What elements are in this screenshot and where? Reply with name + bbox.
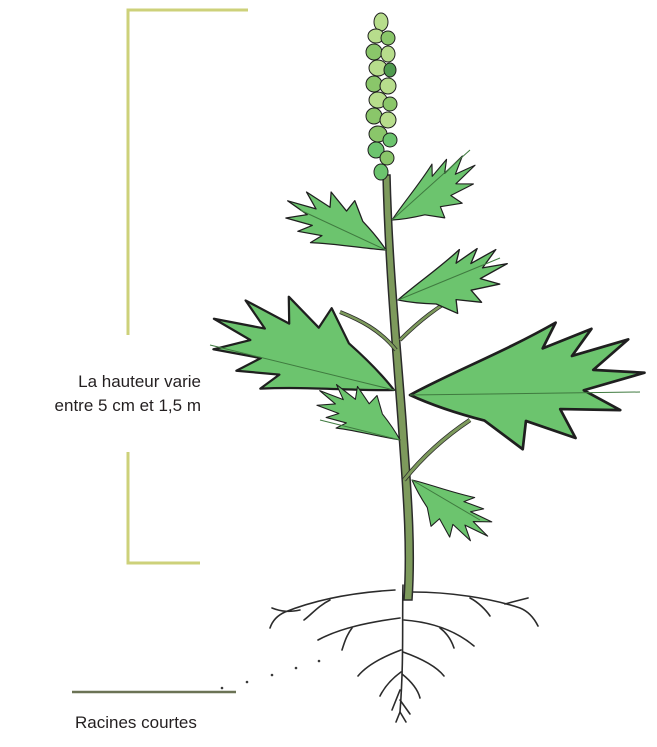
leaf xyxy=(277,179,398,268)
flower-spike xyxy=(366,13,397,180)
height-label-line2: entre 5 cm et 1,5 m xyxy=(55,394,201,418)
bracket-bottom xyxy=(128,452,200,563)
leader-dot xyxy=(295,667,298,670)
leader-dot xyxy=(246,681,249,684)
leaf xyxy=(381,143,488,244)
height-bracket xyxy=(128,10,248,563)
leaves xyxy=(200,143,655,553)
roots-label: Racines courtes xyxy=(75,711,197,735)
roots-indicator xyxy=(72,660,320,692)
leaf xyxy=(390,234,518,334)
leader-dot xyxy=(221,687,224,690)
height-label-line1: La hauteur varie xyxy=(55,370,201,394)
height-label: La hauteur varie entre 5 cm et 1,5 m xyxy=(55,370,201,418)
roots xyxy=(270,585,538,722)
leader-dot xyxy=(271,674,274,677)
leader-dot xyxy=(318,660,321,663)
bracket-top xyxy=(128,10,248,335)
